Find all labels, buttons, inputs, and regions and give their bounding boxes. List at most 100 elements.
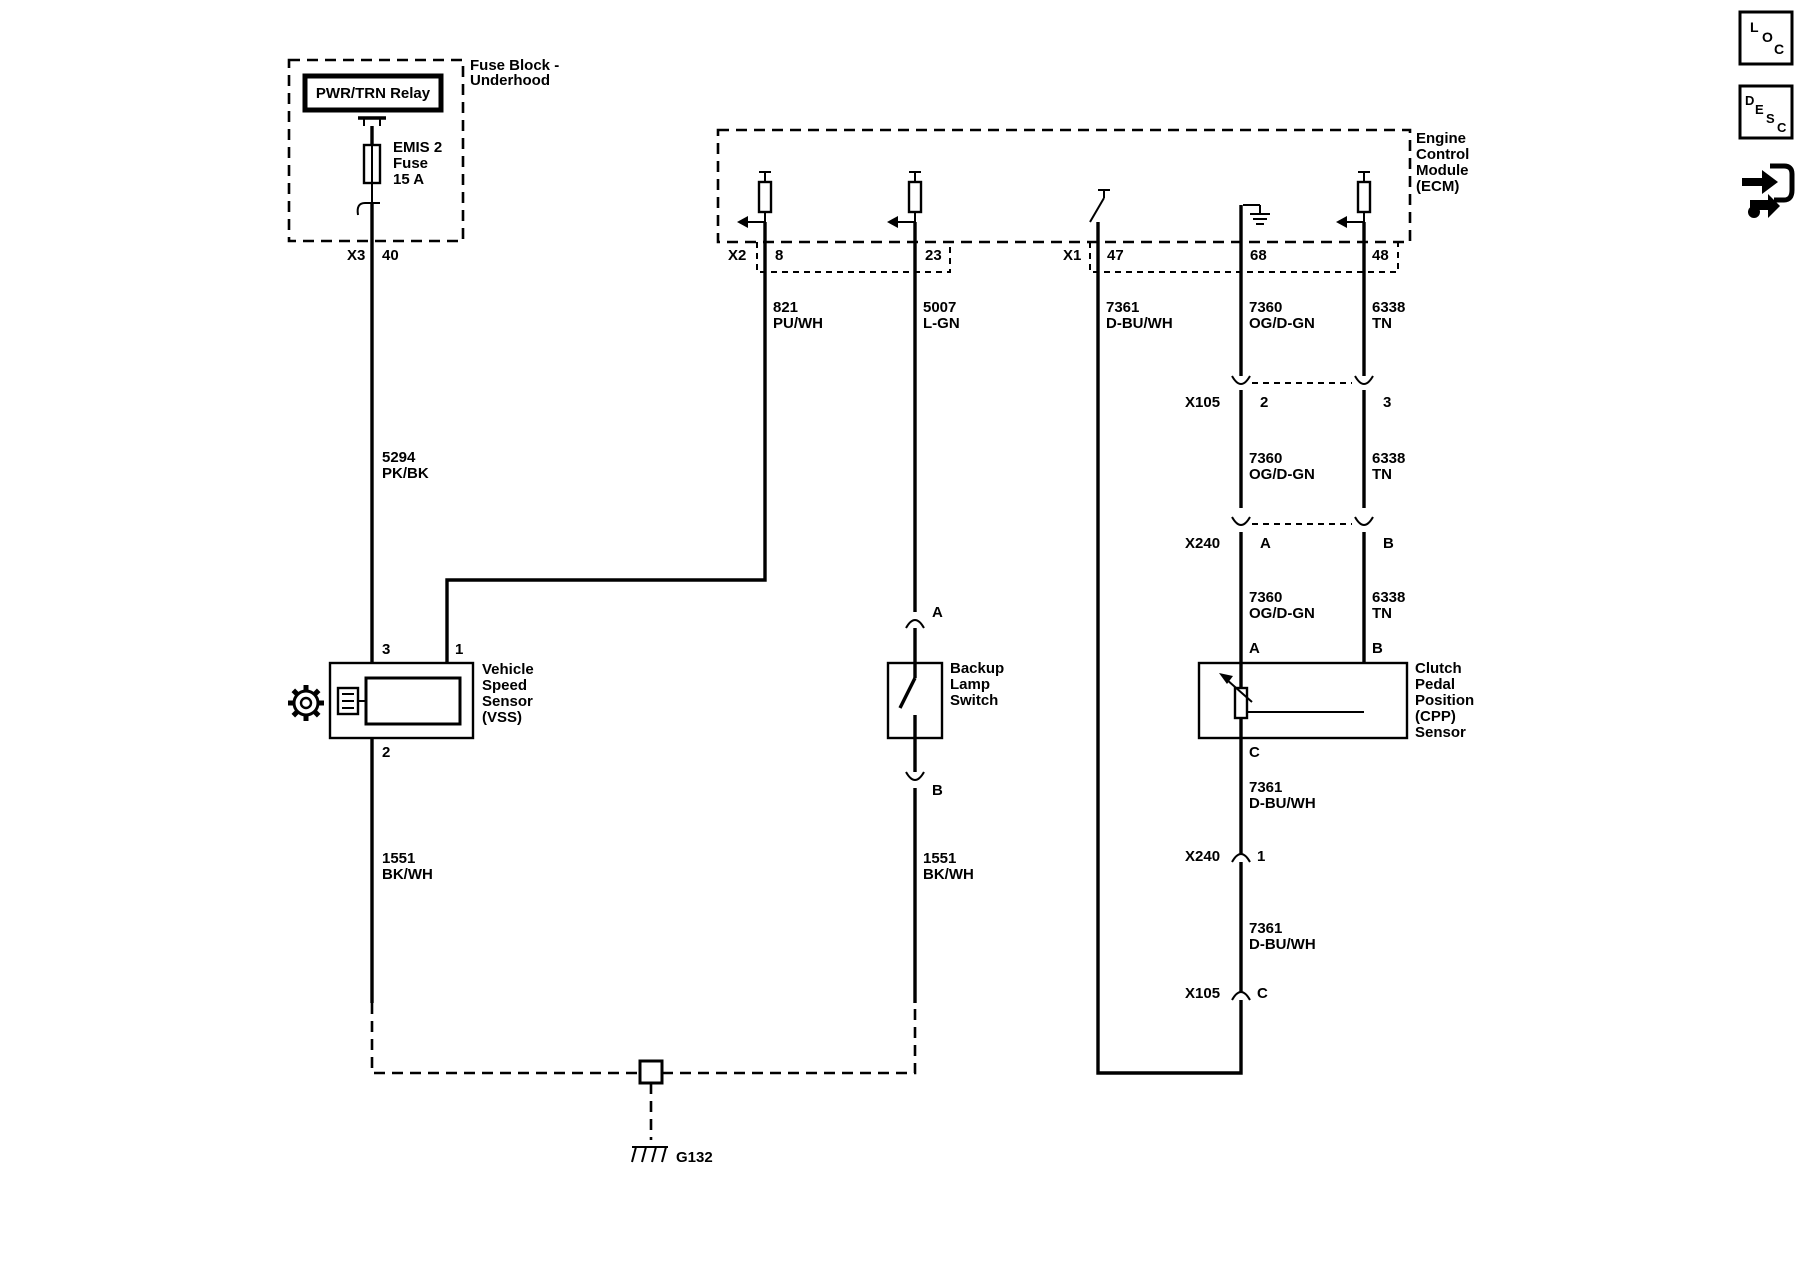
wire-821-number: 821	[773, 299, 798, 316]
wire-7361-top-color: D-BU/WH	[1106, 315, 1173, 332]
cpp-label-line4: (CPP)	[1415, 708, 1456, 725]
wire-7361-cpp-number: 7361	[1249, 779, 1282, 796]
cpp-label-line1: Clutch	[1415, 660, 1462, 677]
vehicle-speed-sensor: 3 1 2 Vehicle Speed Sensor (VSS)	[328, 641, 534, 761]
location-button[interactable]: L O C	[1738, 10, 1794, 66]
fuse-block-connector-symbol	[356, 183, 380, 216]
backup-switch-label-line1: Backup	[950, 660, 1004, 677]
wire-6338-c-color: TN	[1372, 605, 1392, 622]
description-button[interactable]: D E S C	[1738, 84, 1794, 140]
x240-mid-label: X240	[1185, 535, 1220, 552]
backup-lamp-switch: A B Backup Lamp Switch	[886, 604, 1004, 799]
wire-1551-left-color: BK/WH	[382, 866, 433, 883]
wire-7360-a-number: 7360	[1249, 299, 1282, 316]
ecm-pin-68-label: 68	[1250, 247, 1267, 264]
wire-7360-b-color: OG/D-GN	[1249, 466, 1315, 483]
ecm-pin-23-label: 23	[925, 247, 942, 264]
cpp-sensor: A B C Clutch Pedal Position (CPP) Sensor	[1197, 640, 1474, 761]
wire-labels: 5294 PK/BK 821 PU/WH 5007 L-GN 7361 D-BU…	[382, 299, 1405, 953]
ecm: Engine Control Module (ECM)	[716, 128, 1469, 273]
x105-top-pin-2: 2	[1260, 394, 1268, 411]
ground-g132-symbol	[631, 1146, 668, 1163]
ecm-pin8-input	[737, 171, 773, 228]
wire-7360-b-number: 7360	[1249, 450, 1282, 467]
cpp-label-line2: Pedal	[1415, 676, 1455, 693]
wires: G132	[370, 202, 1366, 1166]
location-button-letter-l: L	[1750, 19, 1759, 35]
ecm-connector-x1-label: X1	[1063, 247, 1081, 264]
backup-switch-pin-b: B	[932, 782, 943, 799]
cpp-pin-a: A	[1249, 640, 1260, 657]
fuse-block-connector-label: X3	[347, 247, 365, 264]
vss-pin-2: 2	[382, 744, 390, 761]
ecm-pin-8-label: 8	[775, 247, 783, 264]
ecm-pin-47-label: 47	[1107, 247, 1124, 264]
wire-7361-return	[1096, 222, 1243, 1075]
x105-low-label: X105	[1185, 985, 1220, 1002]
x240-low-label: X240	[1185, 848, 1220, 865]
x105-top-pin-3: 3	[1383, 394, 1391, 411]
wire-1551-mid-color: BK/WH	[923, 866, 974, 883]
ecm-pin68-ground	[1243, 204, 1270, 225]
cpp-pin-b: B	[1372, 640, 1383, 657]
ecm-pin47-switch	[1089, 189, 1110, 223]
backup-switch-connector-a	[905, 619, 925, 629]
vss-label-line2: Speed	[482, 677, 527, 694]
pwr-trn-relay-box	[302, 73, 444, 113]
wire-5007-number: 5007	[923, 299, 956, 316]
ground-splice-dashed	[370, 1003, 917, 1075]
vss-label-line3: Sensor	[482, 693, 533, 710]
backup-switch-label-line3: Switch	[950, 692, 998, 709]
diagnostics-connector-icon[interactable]	[1742, 163, 1795, 218]
backup-switch-label-line2: Lamp	[950, 676, 990, 693]
x240-mid-pin-a: A	[1260, 535, 1271, 552]
ecm-title-line2: Control	[1416, 146, 1469, 163]
description-button-letter-e: E	[1755, 102, 1764, 117]
emis2-fuse-label-line1: EMIS 2	[393, 139, 442, 156]
cpp-outline	[1197, 661, 1409, 740]
ecm-title-line1: Engine	[1416, 130, 1466, 147]
wire-6338-b-number: 6338	[1372, 450, 1405, 467]
ecm-connector-x2-outline	[756, 242, 951, 273]
x240-mid-pin-b: B	[1383, 535, 1394, 552]
ground-g132-label: G132	[676, 1149, 713, 1166]
description-button-letter-d: D	[1745, 93, 1754, 108]
vss-inner	[364, 676, 462, 726]
wire-6338-c-number: 6338	[1372, 589, 1405, 606]
cpp-label-line3: Position	[1415, 692, 1474, 709]
backup-switch-contact	[898, 677, 917, 709]
wire-6338-a-number: 6338	[1372, 299, 1405, 316]
ecm-title-line3: Module	[1416, 162, 1469, 179]
ground-splice-box	[638, 1059, 664, 1085]
ecm-title-line4: (ECM)	[1416, 178, 1459, 195]
vss-label-line4: (VSS)	[482, 709, 522, 726]
ecm-pin23-input	[887, 171, 923, 228]
fuse-block-outline	[287, 58, 465, 243]
wire-7360-c-color: OG/D-GN	[1249, 605, 1315, 622]
wire-5294-color: PK/BK	[382, 465, 429, 482]
x105-low-pin-c: C	[1257, 985, 1268, 1002]
emis2-fuse-label-line2: Fuse	[393, 155, 428, 172]
wire-7361-low-color: D-BU/WH	[1249, 936, 1316, 953]
wire-6338-b-color: TN	[1372, 466, 1392, 483]
wire-7361-cpp-color: D-BU/WH	[1249, 795, 1316, 812]
ecm-pin-48-label: 48	[1372, 247, 1389, 264]
emis2-fuse-label-line3: 15 A	[393, 171, 424, 188]
ecm-connector-x1-outline	[1089, 242, 1399, 273]
backup-switch-connector-b	[905, 771, 925, 781]
x105-top-label: X105	[1185, 394, 1220, 411]
wire-1551-mid-number: 1551	[923, 850, 956, 867]
x240-low-pin-1: 1	[1257, 848, 1265, 865]
description-button-letter-s: S	[1766, 111, 1775, 126]
wire-5294-number: 5294	[382, 449, 416, 466]
wire-821-color: PU/WH	[773, 315, 823, 332]
location-button-letter-o: O	[1762, 29, 1773, 45]
wire-5007-color: L-GN	[923, 315, 960, 332]
location-button-letter-c: C	[1774, 41, 1784, 57]
wire-821	[445, 222, 767, 677]
wire-6338-a-color: TN	[1372, 315, 1392, 332]
pwr-trn-relay-label: PWR/TRN Relay	[316, 85, 431, 102]
fuse-block-pin-40: 40	[382, 247, 399, 264]
wire-7360-a-color: OG/D-GN	[1249, 315, 1315, 332]
ecm-connector-x2-label: X2	[728, 247, 746, 264]
